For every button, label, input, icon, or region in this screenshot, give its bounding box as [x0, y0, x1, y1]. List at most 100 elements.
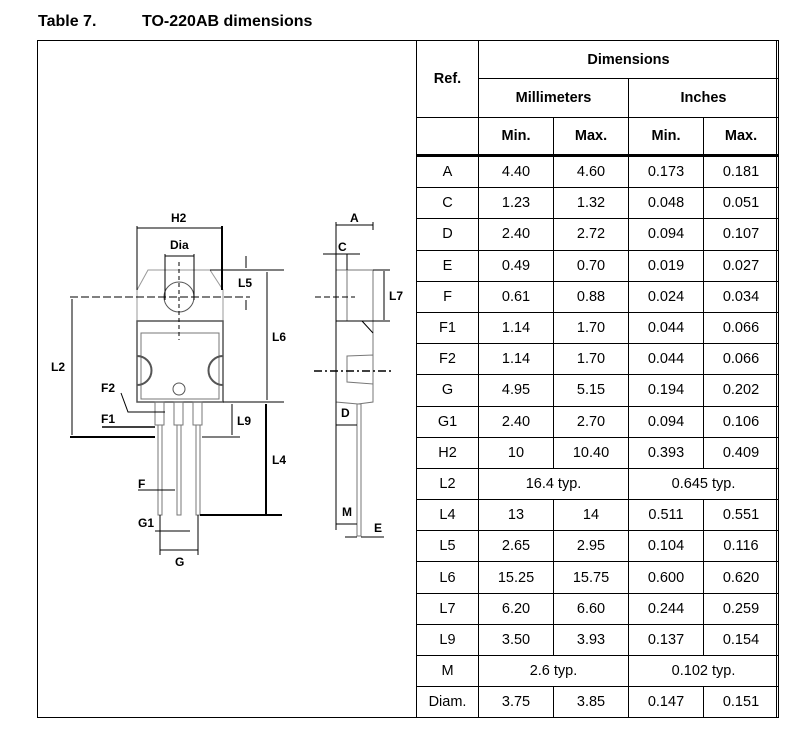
mm-min-cell: 4.95	[478, 374, 554, 407]
mm-min-cell: 1.14	[478, 311, 554, 345]
in-min-cell: 0.600	[628, 561, 704, 594]
mm-typ-cell: 2.6 typ.	[478, 654, 629, 688]
mm-max-cell: 1.70	[553, 311, 629, 345]
in-min-cell: 0.024	[628, 280, 704, 313]
mm-max-cell: 2.95	[553, 530, 629, 563]
table-title: Table 7. TO-220AB dimensions	[38, 13, 312, 31]
table-caption: TO-220AB dimensions	[142, 13, 313, 30]
mm-min-cell: 1.14	[478, 343, 554, 376]
in-min-cell: 0.094	[628, 218, 704, 251]
mm-max-cell: 14	[553, 499, 629, 532]
ref-cell: L7	[416, 592, 479, 625]
ref-cell: Diam.	[416, 686, 479, 719]
mm-max-cell: 5.15	[553, 374, 629, 407]
mm-min-cell: 1.23	[478, 187, 554, 220]
in-min-cell: 0.104	[628, 530, 704, 563]
mm-min-header: Min.	[478, 117, 554, 157]
ref-cell: M	[416, 654, 479, 688]
mm-min-cell: 3.50	[478, 623, 554, 657]
label-l4: L4	[272, 453, 286, 467]
in-max-cell: 0.027	[703, 249, 779, 282]
mm-min-cell: 2.65	[478, 530, 554, 563]
in-max-cell: 0.116	[703, 530, 779, 563]
dimensions-header: Dimensions	[478, 40, 779, 79]
label-dia: Dia	[170, 238, 189, 252]
mm-max-cell: 0.70	[553, 249, 629, 282]
in-min-cell: 0.173	[628, 154, 704, 189]
mm-typ-cell: 16.4 typ.	[478, 467, 629, 501]
in-min-cell: 0.048	[628, 187, 704, 220]
mm-max-header: Max.	[553, 117, 629, 157]
millimeters-header: Millimeters	[478, 78, 629, 118]
front-tab	[136, 269, 224, 322]
ref-cell: F2	[416, 343, 479, 376]
in-min-cell: 0.147	[628, 686, 704, 719]
in-max-cell: 0.620	[703, 561, 779, 594]
in-max-header: Max.	[703, 117, 779, 157]
in-min-cell: 0.094	[628, 405, 704, 438]
ref-cell: G	[416, 374, 479, 407]
in-min-cell: 0.244	[628, 592, 704, 625]
mm-max-cell: 15.75	[553, 561, 629, 594]
in-max-cell: 0.107	[703, 218, 779, 251]
label-d: D	[341, 406, 350, 420]
label-g: G	[175, 555, 184, 569]
in-min-cell: 0.194	[628, 374, 704, 407]
in-min-cell: 0.511	[628, 499, 704, 532]
lead-3	[192, 401, 203, 426]
ref-cell: F1	[416, 311, 479, 345]
mm-max-cell: 3.93	[553, 623, 629, 657]
in-max-cell: 0.066	[703, 343, 779, 376]
ref-cell: A	[416, 154, 479, 189]
in-max-cell: 0.181	[703, 154, 779, 189]
mm-max-cell: 6.60	[553, 592, 629, 625]
mm-min-cell: 0.49	[478, 249, 554, 282]
mm-max-cell: 2.70	[553, 405, 629, 438]
package-drawing: H2 Dia L5 L6 L2 F2 F1 L9 L4 F G1 G A C L…	[51, 211, 403, 569]
ref-cell: G1	[416, 405, 479, 438]
label-l9: L9	[237, 414, 251, 428]
in-max-cell: 0.259	[703, 592, 779, 625]
in-min-cell: 0.019	[628, 249, 704, 282]
side-lead	[356, 403, 362, 537]
mm-max-cell: 0.88	[553, 280, 629, 313]
lead-2	[173, 401, 184, 426]
mm-min-cell: 10	[478, 436, 554, 469]
inches-header: Inches	[628, 78, 779, 118]
label-l2: L2	[51, 360, 65, 374]
mm-min-cell: 2.40	[478, 405, 554, 438]
label-f1: F1	[101, 412, 115, 426]
ref-cell: L6	[416, 561, 479, 594]
in-max-cell: 0.151	[703, 686, 779, 719]
ref-cell: F	[416, 280, 479, 313]
mm-max-cell: 2.72	[553, 218, 629, 251]
ref-cell: C	[416, 187, 479, 220]
table-number: Table 7.	[38, 13, 97, 30]
label-h2: H2	[171, 211, 187, 225]
mm-min-cell: 4.40	[478, 154, 554, 189]
label-e: E	[374, 521, 382, 535]
ref-header-spacer	[416, 117, 479, 157]
ref-cell: L2	[416, 467, 479, 501]
mm-max-cell: 4.60	[553, 154, 629, 189]
mm-min-cell: 0.61	[478, 280, 554, 313]
ref-cell: D	[416, 218, 479, 251]
mm-min-cell: 15.25	[478, 561, 554, 594]
label-l7: L7	[389, 289, 403, 303]
mm-max-cell: 1.32	[553, 187, 629, 220]
label-g1: G1	[138, 516, 154, 530]
mm-min-cell: 6.20	[478, 592, 554, 625]
